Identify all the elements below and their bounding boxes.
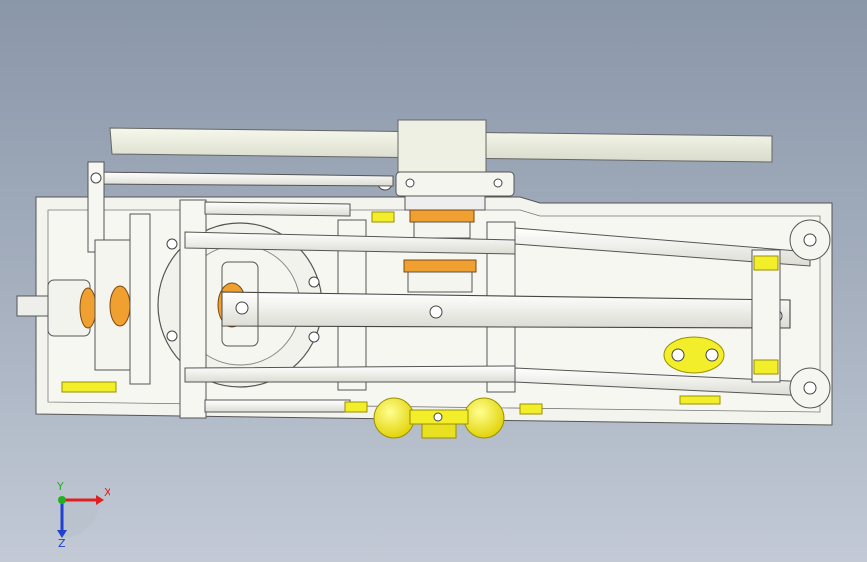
top-link-rod[interactable]: [87, 161, 394, 253]
flywheel-pulley[interactable]: [377, 119, 515, 197]
z-axis-label: Z: [58, 537, 66, 548]
yellow-mount-bracket[interactable]: [663, 336, 725, 374]
guide-rods[interactable]: [184, 201, 811, 413]
left-bearing-housing[interactable]: [16, 213, 151, 385]
right-end-blocks[interactable]: [751, 219, 831, 409]
x-axis-label: X: [104, 486, 110, 499]
orientation-triad: X Y Z: [56, 480, 110, 548]
spindle-bearings[interactable]: [403, 195, 486, 293]
yellow-accents: [61, 211, 721, 415]
main-connecting-rod[interactable]: [221, 261, 791, 347]
y-axis-dot: [58, 496, 66, 504]
governor-balls[interactable]: [373, 397, 505, 439]
y-axis-label: Y: [56, 480, 64, 493]
